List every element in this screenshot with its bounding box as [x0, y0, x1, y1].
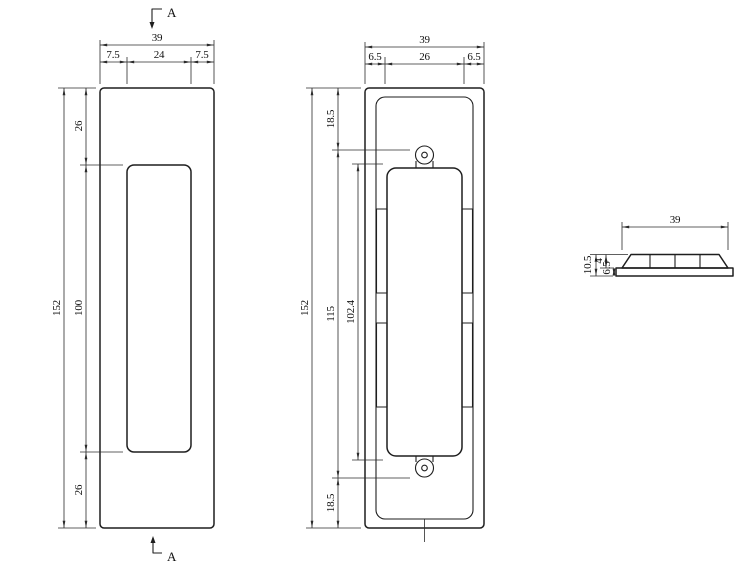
front-dim-width-total: 39 — [152, 32, 163, 44]
screw-boss-circle — [414, 145, 435, 165]
section-cut-line-bottom — [152, 543, 162, 554]
back-dim-height-total: 152 — [299, 300, 311, 316]
side-flange-outline — [615, 267, 734, 277]
front-dim-width-left: 7.5 — [106, 49, 120, 61]
side-tabs — [375, 208, 474, 408]
front-dim-width-right: 7.5 — [195, 49, 209, 61]
front-dim-height-middle: 100 — [73, 299, 85, 316]
front-dim-height-top: 26 — [73, 120, 85, 131]
tab-left-upper — [375, 208, 388, 294]
back-dimension-lines — [310, 45, 484, 528]
side-view: 39 10.5 4 6.5 — [582, 214, 734, 277]
back-dim-inner-height: 102.4 — [345, 299, 357, 323]
front-plate-outline — [99, 87, 215, 529]
back-dim-width-right: 6.5 — [467, 51, 481, 63]
side-dim-width-total: 39 — [670, 214, 681, 226]
front-dim-height-bottom: 26 — [73, 484, 85, 495]
section-arrow-icon — [149, 22, 155, 29]
section-label-top: A — [167, 5, 177, 20]
back-dim-height-bottom: 18.5 — [325, 493, 337, 512]
section-cut-line-top — [151, 8, 162, 22]
back-plate-outline — [364, 87, 485, 529]
side-body-segment-lines — [649, 254, 701, 268]
section-marker-top: A — [149, 5, 177, 29]
front-dim-height-total: 152 — [51, 300, 63, 316]
section-marker-bottom: A — [150, 536, 177, 564]
section-label-bottom: A — [167, 549, 177, 564]
front-dimension-lines — [62, 43, 214, 528]
front-dim-width-center: 24 — [154, 49, 165, 61]
boss-neck-lines — [415, 456, 434, 462]
back-dim-width-total: 39 — [419, 34, 430, 46]
back-dim-width-center: 26 — [419, 51, 430, 63]
front-view: A A — [51, 5, 215, 564]
side-dim-height-upper: 4 — [593, 258, 605, 264]
screw-boss-bottom — [414, 456, 435, 478]
tab-left-lower — [375, 322, 388, 408]
side-dim-height-lower: 6.5 — [601, 261, 613, 275]
side-dim-height-total: 10.5 — [582, 255, 594, 274]
screw-boss-circle — [414, 458, 435, 478]
side-body-outline — [621, 253, 729, 269]
front-recess-outline — [126, 164, 192, 453]
back-dim-height-middle: 115 — [325, 306, 337, 322]
side-dimension-lines — [594, 225, 728, 276]
back-cartridge-body — [386, 167, 463, 457]
boss-neck-lines — [415, 161, 434, 168]
back-view: 39 6.5 26 6.5 152 18.5 115 18.5 102.4 — [299, 34, 485, 542]
screw-boss-top — [414, 145, 435, 168]
back-dim-width-left: 6.5 — [368, 51, 382, 63]
back-dim-height-top: 18.5 — [325, 109, 337, 128]
tab-right-lower — [461, 322, 474, 408]
section-arrow-icon — [150, 536, 156, 543]
screw-hole-icon — [421, 151, 428, 159]
screw-hole-icon — [421, 464, 428, 472]
tab-right-upper — [461, 208, 474, 294]
